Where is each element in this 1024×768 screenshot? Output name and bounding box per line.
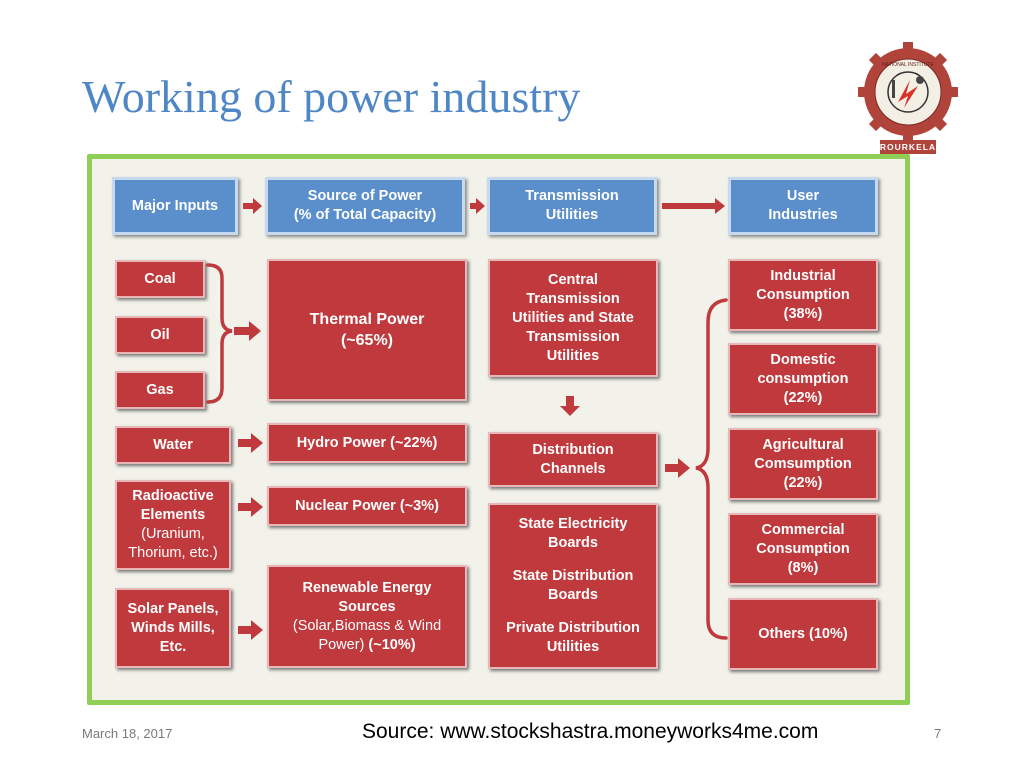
input-oil: Oil — [115, 316, 205, 354]
footer-source: Source: www.stockshastra.moneyworks4me.c… — [362, 720, 819, 743]
user-others: Others (10%) — [728, 598, 878, 670]
transmission-seb-label: State Electricity Boards — [518, 516, 628, 551]
source-renewable-detail: (Solar,Biomass & Wind Power) — [292, 617, 442, 653]
footer-page-number: 7 — [934, 726, 942, 741]
input-solar-label: Solar Panels, Winds Mills, Etc. — [127, 600, 219, 655]
header-transmission: Transmission Utilities — [487, 177, 657, 235]
arrow-transmission-to-users — [662, 198, 725, 214]
footer-date: March 18, 2017 — [82, 726, 173, 741]
source-renewable-pct: (~10%) — [364, 636, 416, 653]
source-thermal: Thermal Power (~65%) — [267, 259, 467, 401]
transmission-pdu-label: Private Distribution Utilities — [506, 620, 640, 655]
header-major-inputs-label: Major Inputs — [131, 197, 219, 214]
input-coal: Coal — [115, 260, 205, 298]
institute-logo: NATIONAL INSTITUTE ROURKELA — [858, 42, 958, 154]
transmission-sdb-label: State Distribution Boards — [512, 568, 634, 603]
source-hydro: Hydro Power (~22%) — [267, 423, 467, 463]
user-agricultural: Agricultural Comsumption (22%) — [728, 428, 878, 500]
arrow-radio-to-nuclear — [238, 497, 263, 517]
svg-text:ROURKELA: ROURKELA — [880, 142, 936, 152]
input-gas-label: Gas — [146, 381, 174, 398]
header-source-of-power: Source of Power (% of Total Capacity) — [265, 177, 465, 235]
transmission-central: Central Transmission Utilities and State… — [488, 259, 658, 377]
user-agricultural-label: Agricultural Comsumption (22%) — [754, 436, 852, 491]
arrow-water-to-hydro — [238, 433, 263, 453]
input-radioactive: Radioactive Elements (Uranium, Thorium, … — [115, 480, 231, 570]
header-users-label: User Industries — [768, 188, 838, 223]
user-commercial: Commercial Consumption (8%) — [728, 513, 878, 585]
input-coal-label: Coal — [144, 270, 176, 287]
source-nuclear: Nuclear Power (~3%) — [267, 486, 467, 526]
header-user-industries: User Industries — [728, 177, 878, 235]
source-thermal-label: Thermal Power (~65%) — [309, 311, 425, 349]
user-industrial-label: Industrial Consumption (38%) — [756, 267, 850, 322]
arrow-inputs-to-source — [243, 198, 262, 214]
slide-title: Working of power industry — [82, 71, 581, 122]
user-industrial: Industrial Consumption (38%) — [728, 259, 878, 331]
input-radioactive-title: Radioactive Elements — [132, 488, 214, 523]
arrow-distribution-to-users — [665, 458, 690, 478]
source-hydro-label: Hydro Power (~22%) — [296, 434, 438, 451]
input-oil-label: Oil — [150, 326, 170, 343]
user-others-label: Others (10%) — [758, 625, 848, 642]
header-major-inputs: Major Inputs — [112, 177, 238, 235]
source-renewable-title: Renewable Energy Sources — [302, 579, 432, 615]
svg-text:NATIONAL INSTITUTE: NATIONAL INSTITUTE — [882, 62, 934, 68]
header-source-label: Source of Power (% of Total Capacity) — [293, 188, 437, 223]
source-renewable: Renewable Energy Sources (Solar,Biomass … — [267, 565, 467, 668]
input-water-label: Water — [153, 436, 193, 453]
header-transmission-label: Transmission Utilities — [525, 188, 619, 223]
arrow-fossil-to-thermal — [234, 321, 261, 341]
arrow-central-to-distribution — [560, 396, 580, 416]
transmission-distribution: Distribution Channels — [488, 432, 658, 487]
input-water: Water — [115, 426, 231, 464]
input-radioactive-detail: (Uranium, Thorium, etc.) — [128, 526, 218, 561]
arrow-source-to-transmission — [470, 198, 485, 214]
brace-fossil-inputs — [206, 263, 233, 404]
arrow-solar-to-renewable — [238, 620, 263, 640]
transmission-central-label: Central Transmission Utilities and State… — [512, 271, 634, 364]
source-nuclear-label: Nuclear Power (~3%) — [295, 497, 439, 514]
transmission-boards: State Electricity Boards State Distribut… — [488, 503, 658, 669]
user-commercial-label: Commercial Consumption (8%) — [756, 521, 850, 576]
gear-emblem: NATIONAL INSTITUTE — [858, 42, 958, 142]
transmission-distribution-label: Distribution Channels — [532, 441, 614, 477]
user-domestic-label: Domestic consumption (22%) — [757, 351, 849, 406]
brace-user-industries — [695, 298, 728, 640]
user-domestic: Domestic consumption (22%) — [728, 343, 878, 415]
input-gas: Gas — [115, 371, 205, 409]
input-solar: Solar Panels, Winds Mills, Etc. — [115, 588, 231, 668]
